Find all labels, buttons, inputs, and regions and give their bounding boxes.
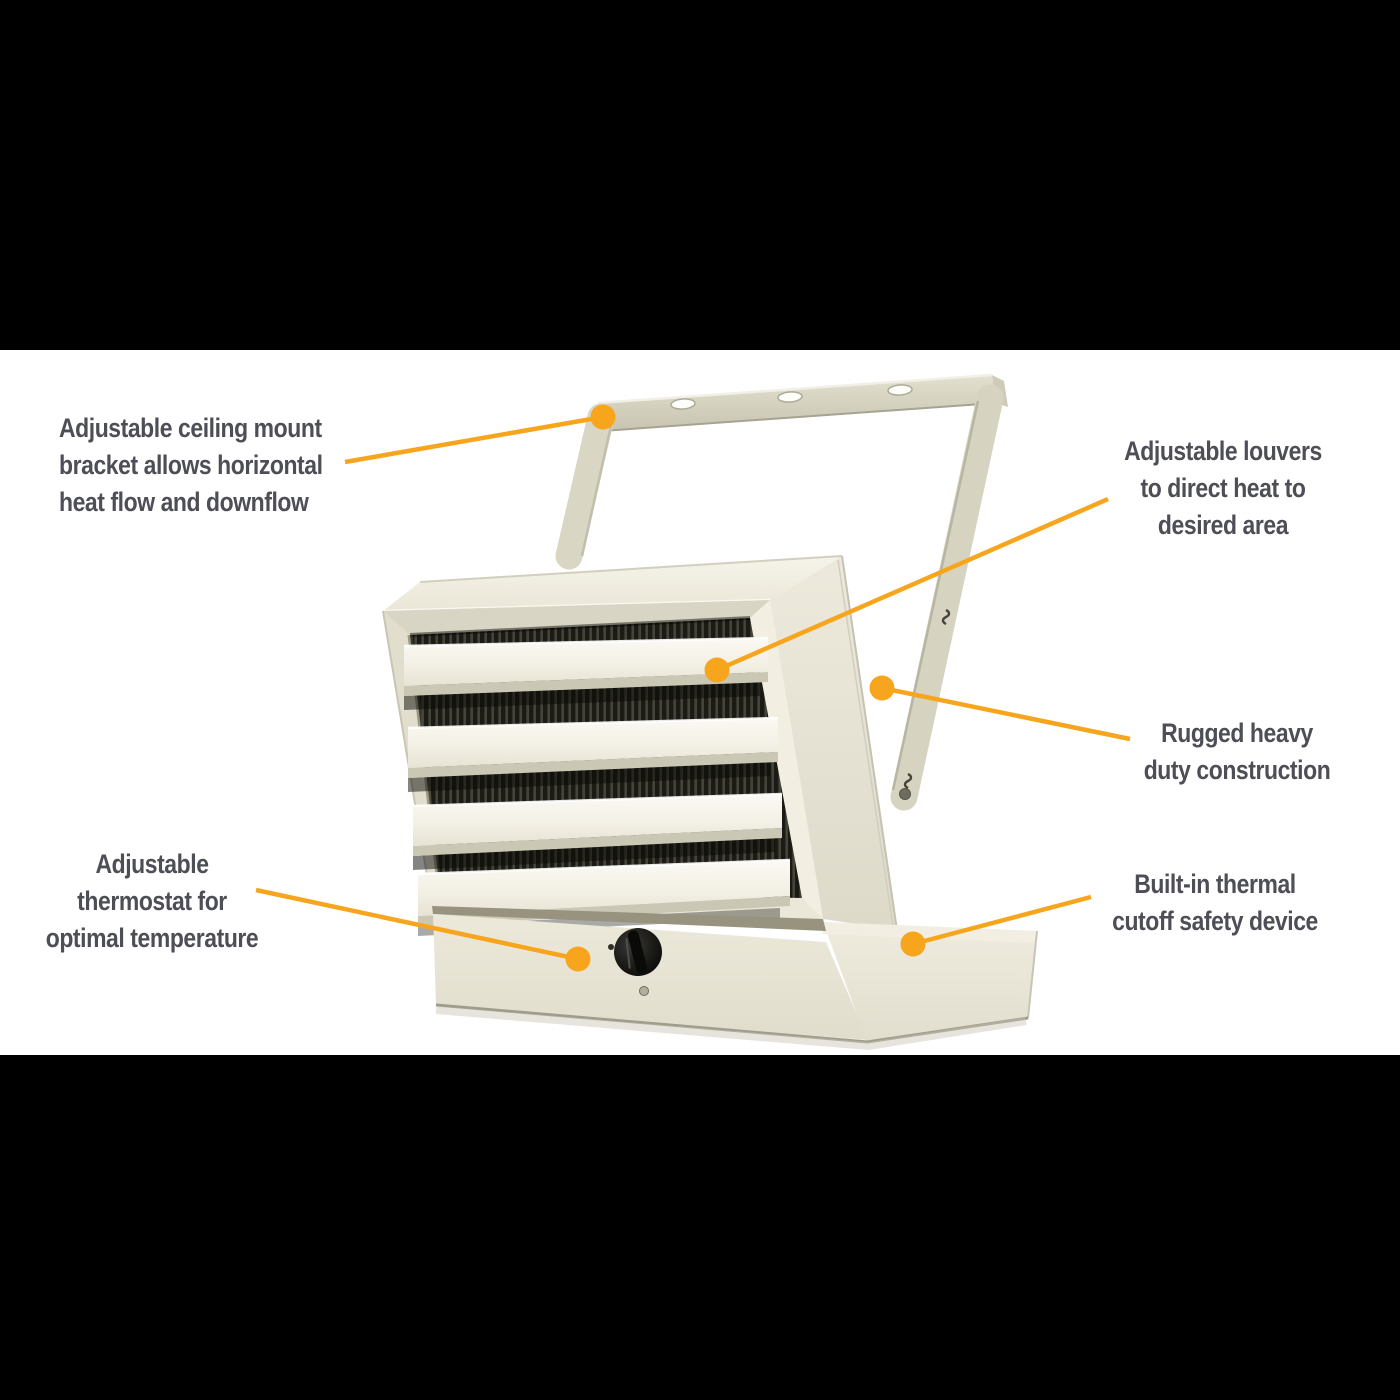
panel-screw (639, 986, 649, 996)
callout-leaders (255, 404, 1131, 972)
leader-line-ceiling-mount (344, 414, 604, 465)
base-housing (823, 922, 1037, 1042)
leader-line-thermal-cutoff (912, 894, 1092, 947)
panel-recess-shadow (432, 906, 826, 931)
louver-blade (404, 638, 768, 686)
bracket-hole (777, 391, 803, 403)
callout-label-louvers: Adjustable louvers to direct heat to des… (1124, 436, 1322, 540)
callout-label-thermal-cutoff: Built-in thermal cutoff safety device (1112, 869, 1318, 936)
callout-dot-ceiling-mount (590, 404, 616, 430)
callout-label-construction: Rugged heavy duty construction (1143, 718, 1331, 785)
control-panel (433, 914, 868, 1040)
callout-label-ceiling-mount: Adjustable ceiling mount bracket allows … (59, 413, 323, 517)
louver-blade (408, 718, 778, 768)
strap-pivot-bolt (899, 788, 911, 800)
strap-screw-mark (941, 608, 951, 626)
callout-label-thermostat: Adjustable thermostat for optimal temper… (45, 849, 259, 953)
leader-line-thermostat (255, 887, 579, 962)
louver-blade (418, 860, 790, 916)
leader-line-construction (881, 685, 1131, 742)
bracket-hole (670, 398, 696, 410)
bracket-left-strap (555, 403, 615, 570)
bracket-right-strap (890, 384, 1004, 811)
louver-blade (413, 794, 782, 846)
callout-dot-thermal-cutoff (900, 931, 926, 957)
ceiling-mount-bracket (555, 373, 1008, 570)
knob-grip (627, 930, 648, 974)
pilot-dot (608, 944, 614, 950)
callout-dot-thermostat (565, 946, 591, 972)
leader-line-louvers (716, 496, 1109, 673)
callout-dot-louvers (704, 657, 730, 683)
callout-dot-construction (869, 675, 895, 701)
bracket-top-bar (598, 375, 996, 431)
side-panel (770, 556, 897, 930)
top-face (383, 556, 842, 611)
louvers (403, 636, 791, 936)
strap-screw-mark (903, 772, 913, 790)
bracket-hole (887, 384, 913, 396)
